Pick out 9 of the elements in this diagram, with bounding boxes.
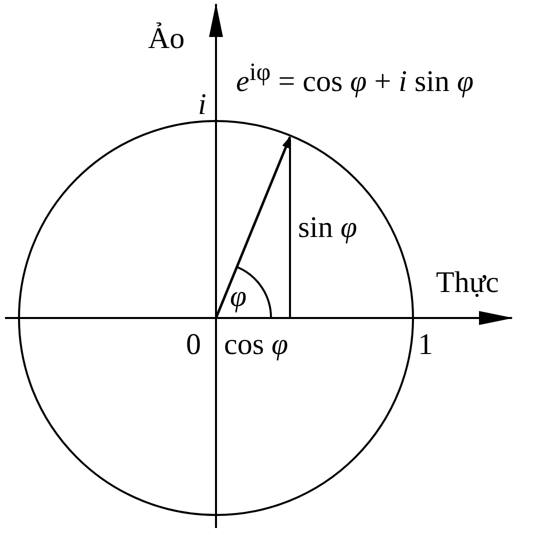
axis-tick-label: i [198,90,206,120]
axis-label: Ảo [148,24,185,54]
axis-label: Thực [436,268,499,298]
formula: e$^{iφ}$ = cos φ + i sin φ [236,60,474,97]
cosine-label: cos φ [224,330,288,360]
sine-label: sin φ [298,213,358,243]
axis-tick-label: 1 [418,330,433,360]
origin-label: 0 [186,330,201,360]
angle-label: φ [230,282,247,312]
